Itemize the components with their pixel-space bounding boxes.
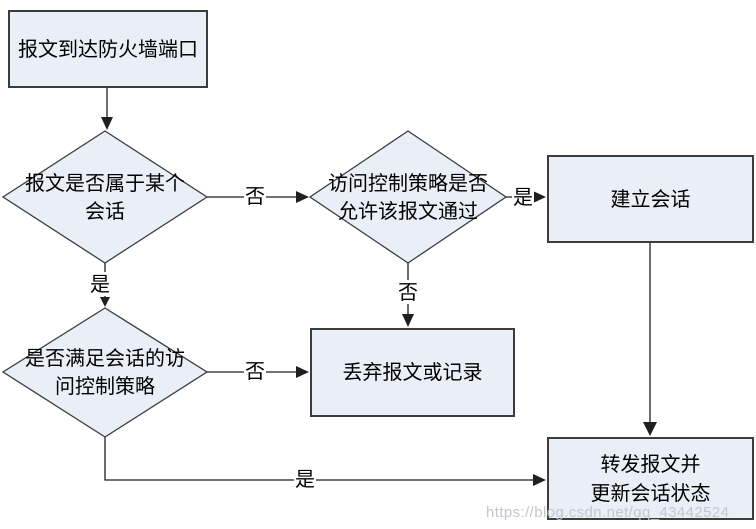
node-establish-session: 建立会话 — [547, 155, 754, 243]
arrowhead-session-yes — [100, 297, 110, 307]
edge-label-acl-no: 否 — [397, 280, 419, 304]
edge-label-acl-yes: 是 — [512, 185, 534, 209]
node-forward-packet-label-line2: 更新会话状态 — [590, 480, 711, 505]
edge-session-acl-yes — [104, 437, 534, 481]
csdn-watermark: https://blog.csdn.net/qq_43442524 — [486, 504, 730, 521]
arrowhead-arrive-to-session — [101, 117, 113, 130]
diamond-session-acl-check — [1, 307, 209, 438]
node-discard-packet-label: 丢弃报文或记录 — [342, 360, 483, 384]
node-forward-packet-label-line1: 转发报文并 — [600, 451, 701, 476]
arrowhead-establish-to-forward — [643, 422, 657, 436]
edge-label-session-acl-no: 否 — [244, 359, 266, 383]
arrowhead-acl-no — [402, 314, 414, 327]
edge-label-session-acl-yes: 是 — [294, 467, 316, 491]
node-establish-session-label: 建立会话 — [610, 186, 691, 211]
diamond-acl-check — [308, 130, 508, 264]
node-packet-arrive: 报文到达防火墙端口 — [8, 10, 208, 88]
arrowhead-session-acl-yes — [533, 474, 546, 486]
arrowhead-acl-yes — [533, 191, 546, 203]
node-forward-packet: 转发报文并 更新会话状态 — [547, 437, 754, 520]
arrowhead-session-no — [296, 191, 309, 203]
node-packet-arrive-label: 报文到达防火墙端口 — [18, 36, 198, 61]
edge-label-session-no: 否 — [244, 184, 266, 208]
diamond-session-check — [1, 130, 209, 264]
node-discard-packet: 丢弃报文或记录 — [310, 328, 515, 417]
edge-label-session-yes: 是 — [89, 272, 111, 296]
arrowhead-session-acl-no — [296, 366, 309, 378]
